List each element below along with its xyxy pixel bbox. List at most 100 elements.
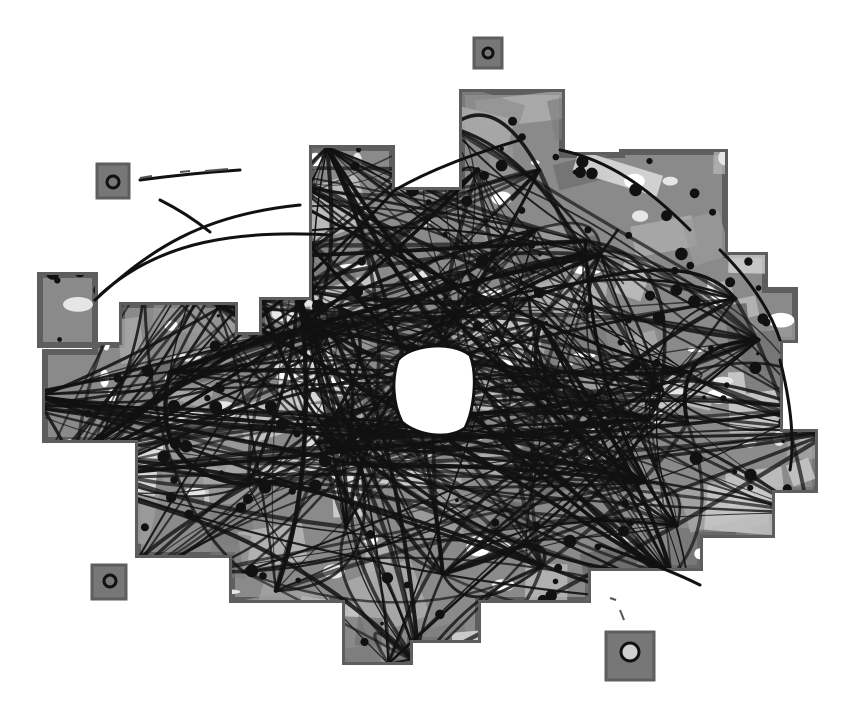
node-dot	[57, 337, 62, 342]
edge	[218, 173, 259, 307]
node-dot	[756, 352, 759, 355]
node-dot	[313, 632, 318, 637]
shade-patch	[529, 653, 589, 709]
node-dot	[404, 582, 411, 589]
node-dot	[690, 452, 703, 465]
node-dot	[461, 196, 472, 207]
shade-patch	[795, 494, 833, 528]
node-dot	[124, 133, 129, 138]
shade-patch	[813, 581, 849, 617]
node-dot	[571, 449, 579, 457]
node-dot	[84, 410, 92, 418]
node-dot	[626, 600, 635, 609]
highlight-spot	[212, 144, 233, 155]
highlight-spot	[77, 263, 106, 271]
node-dot	[259, 572, 267, 580]
highlight-spot	[163, 621, 173, 637]
shade-patch	[131, 113, 208, 141]
shade-patch	[721, 587, 770, 627]
node-dot	[530, 269, 535, 274]
node-dot	[626, 609, 633, 616]
shade-patch	[614, 591, 647, 636]
node-dot	[231, 152, 239, 160]
node-dot	[391, 245, 399, 253]
node-dot	[134, 410, 138, 414]
node-dot	[575, 167, 586, 178]
node-dot	[222, 189, 232, 199]
node-dot	[312, 300, 325, 313]
shade-patch	[407, 149, 453, 191]
shade-patch	[713, 622, 793, 658]
node-dot	[232, 276, 238, 282]
node-dot	[128, 219, 138, 229]
shade-patch	[813, 447, 856, 492]
node-dot	[508, 117, 517, 126]
node-dot	[85, 133, 93, 141]
node-dot	[406, 184, 419, 197]
node-dot	[323, 618, 331, 626]
node-dot	[789, 375, 793, 379]
highlight-spot	[740, 606, 757, 619]
shade-patch	[117, 617, 160, 681]
shade-patch	[213, 169, 278, 219]
node-dot	[534, 287, 545, 298]
node-dot	[351, 162, 360, 171]
node-dot	[538, 253, 541, 256]
highlight-spot	[639, 580, 656, 595]
node-dot	[216, 385, 224, 393]
highlight-spot	[770, 565, 794, 571]
node-dot	[265, 176, 275, 186]
node-dot	[50, 555, 62, 567]
node-dot	[75, 176, 79, 180]
node-dot	[110, 628, 113, 631]
node-dot	[725, 598, 734, 607]
shade-patch	[50, 599, 87, 654]
shade-patch	[535, 612, 578, 658]
node-dot	[582, 402, 585, 405]
shade-patch	[529, 626, 569, 653]
node-dot	[708, 587, 714, 593]
node-dot	[554, 564, 562, 572]
node-dot	[60, 155, 70, 165]
highlight-spot	[694, 548, 705, 559]
node-dot	[170, 438, 181, 449]
node-dot	[625, 232, 632, 239]
node-dot	[745, 187, 757, 199]
node-dot	[662, 365, 669, 372]
node-dot	[730, 574, 742, 586]
node-dot	[442, 232, 448, 238]
node-dot	[293, 430, 300, 437]
shade-patch	[111, 103, 174, 134]
node-dot	[250, 284, 261, 295]
edge	[218, 210, 274, 307]
highlight-spot	[487, 615, 517, 632]
node-dot	[741, 116, 751, 126]
edge	[241, 168, 243, 179]
node-dot	[306, 654, 317, 665]
node-dot	[393, 125, 401, 133]
node-dot	[52, 138, 56, 142]
node-dot	[102, 94, 114, 106]
node-dot	[653, 312, 665, 324]
node-dot	[798, 417, 803, 422]
node-dot	[206, 134, 216, 144]
node-dot	[528, 241, 536, 249]
node-dot	[234, 204, 241, 211]
node-dot	[725, 277, 735, 287]
node-dot	[151, 562, 155, 566]
node-dot	[382, 572, 393, 583]
node-dot	[727, 243, 733, 249]
highlight-spot	[417, 155, 425, 163]
node-dot	[801, 367, 806, 372]
node-dot	[243, 494, 253, 504]
node-dot	[280, 604, 287, 611]
node-dot	[210, 340, 221, 351]
node-dot	[184, 510, 193, 519]
node-marker	[621, 643, 639, 661]
highlight-spot	[157, 292, 177, 297]
highlight-spot	[238, 620, 260, 635]
node-dot	[618, 526, 629, 537]
highlight-spot	[632, 210, 648, 221]
node-dot	[113, 374, 122, 383]
